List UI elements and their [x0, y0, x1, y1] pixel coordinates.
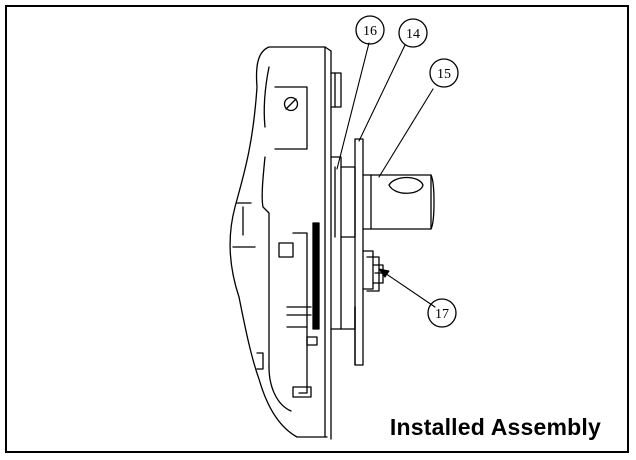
spindle-shaft	[362, 174, 435, 230]
callout-15-label: 15	[437, 67, 451, 82]
drawing-frame: 16 14 15 17 Installed Assembly	[5, 5, 629, 453]
mounting-plate	[354, 138, 364, 366]
callout-17: 17	[427, 298, 457, 328]
callout-17-label: 17	[435, 307, 449, 322]
callout-14-label: 14	[406, 27, 420, 42]
leader-lines	[336, 42, 436, 308]
callout-14: 14	[398, 18, 428, 48]
caption: Installed Assembly	[389, 414, 601, 440]
installed-assembly-drawing: 16 14 15 17	[229, 15, 459, 440]
callout-16: 16	[355, 15, 385, 45]
spacer-washer	[330, 156, 356, 330]
callout-16-label: 16	[363, 24, 377, 39]
lock-body	[229, 46, 342, 440]
callout-15: 15	[429, 58, 459, 88]
